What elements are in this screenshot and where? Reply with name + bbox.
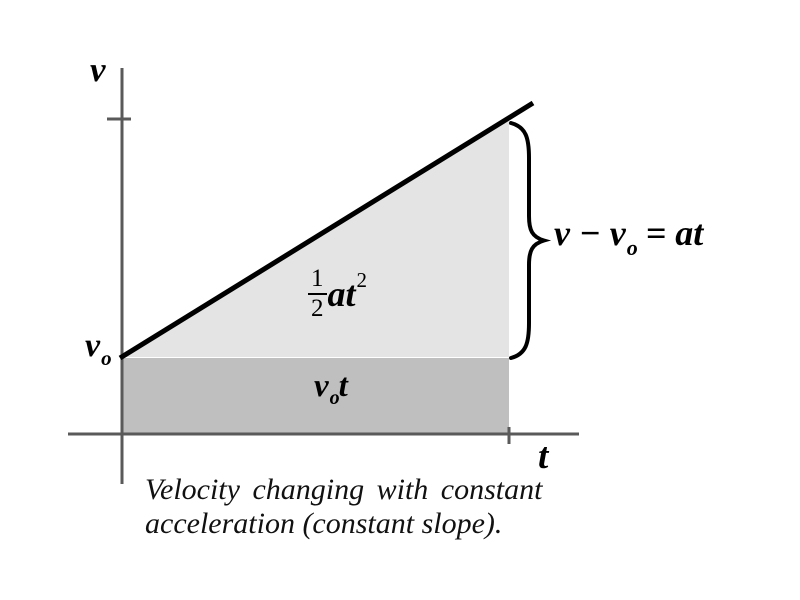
rect-label-term: t: [338, 368, 348, 404]
fraction-denominator: 2: [311, 295, 324, 323]
equation-label: v − vo = at: [554, 213, 704, 259]
equation-part2: = at: [645, 213, 704, 253]
caption-line-1: Velocity changing with constant: [145, 473, 543, 506]
rect-area-v0t: [123, 358, 509, 434]
triangle-exponent: 2: [356, 267, 368, 292]
t-axis-label: t: [538, 436, 549, 477]
equation-subscript: o: [626, 235, 638, 260]
v0-subscript: o: [101, 346, 112, 370]
triangle-term-at: at: [327, 274, 356, 315]
rect-label-base: v: [314, 368, 329, 404]
brace: [509, 121, 552, 360]
velocity-line: [118, 100, 535, 361]
rect-label-subscript: o: [329, 387, 340, 409]
v0-base: v: [85, 327, 101, 364]
equation-part1: v − v: [554, 213, 626, 253]
caption-line-2: acceleration (constant slope).: [145, 507, 503, 540]
v0-axis-label: vo: [85, 327, 112, 369]
rect-area-label: vot: [314, 368, 348, 409]
figure-caption: Velocity changing with constant accelera…: [145, 473, 542, 541]
fraction-numerator: 1: [308, 265, 327, 296]
v-axis-label: v: [90, 50, 106, 89]
